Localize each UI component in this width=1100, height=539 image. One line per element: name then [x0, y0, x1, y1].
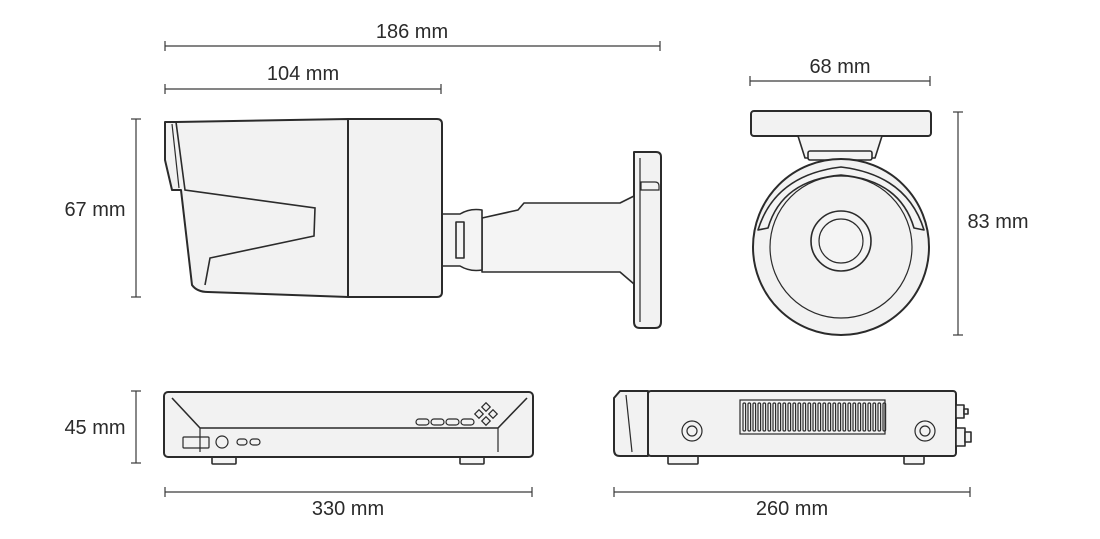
nvr-front-height-label: 45 mm — [64, 417, 125, 439]
vent-slot — [817, 402, 822, 432]
camera-front-height-dimension: 83 mm — [953, 111, 1029, 336]
vent-slot — [842, 402, 847, 432]
vent-slot — [757, 402, 762, 432]
vent-slot — [852, 402, 857, 432]
vent-slot — [802, 402, 807, 432]
nvr-front-view — [163, 391, 534, 465]
vent-slot — [797, 402, 802, 432]
vent-slot — [772, 402, 777, 432]
camera-front-height-label: 83 mm — [967, 211, 1028, 233]
vent-slot — [872, 402, 877, 432]
camera-total-length-dimension: 186 mm — [164, 21, 661, 51]
vent-slot — [867, 402, 872, 432]
vent-slot — [862, 402, 867, 432]
vent-slot — [857, 402, 862, 432]
vent-slot — [767, 402, 772, 432]
vent-slot — [837, 402, 842, 432]
vent-slot — [882, 402, 887, 432]
nvr-front-height-dimension: 45 mm — [64, 390, 141, 464]
vent-slot — [782, 402, 787, 432]
camera-body-length-dimension: 104 mm — [164, 63, 442, 94]
vent-slot — [747, 402, 752, 432]
vent-slot — [812, 402, 817, 432]
vent-slot — [762, 402, 767, 432]
vent-slot — [777, 402, 782, 432]
camera-side-height-dimension: 67 mm — [64, 118, 141, 298]
camera-body-length-label: 104 mm — [267, 63, 339, 85]
nvr-side-view — [613, 390, 972, 465]
vent-slot — [787, 402, 792, 432]
vent-slot — [752, 402, 757, 432]
vent-slot — [742, 402, 747, 432]
nvr-side-depth-label: 260 mm — [756, 498, 828, 520]
camera-front-width-label: 68 mm — [809, 56, 870, 78]
camera-total-length-label: 186 mm — [376, 21, 448, 43]
camera-side-view — [164, 118, 662, 329]
nvr-side-depth-dimension: 260 mm — [613, 487, 971, 520]
vent-slot — [832, 402, 837, 432]
vent-slot — [827, 402, 832, 432]
vent-slot — [847, 402, 852, 432]
vent-slot — [792, 402, 797, 432]
camera-side-height-label: 67 mm — [64, 199, 125, 221]
nvr-front-width-label: 330 mm — [312, 498, 384, 520]
camera-front-view — [750, 110, 932, 336]
vent-slot — [822, 402, 827, 432]
vent-slot — [877, 402, 882, 432]
vent-slot — [807, 402, 812, 432]
camera-front-width-dimension: 68 mm — [749, 56, 931, 86]
nvr-front-width-dimension: 330 mm — [164, 487, 533, 520]
